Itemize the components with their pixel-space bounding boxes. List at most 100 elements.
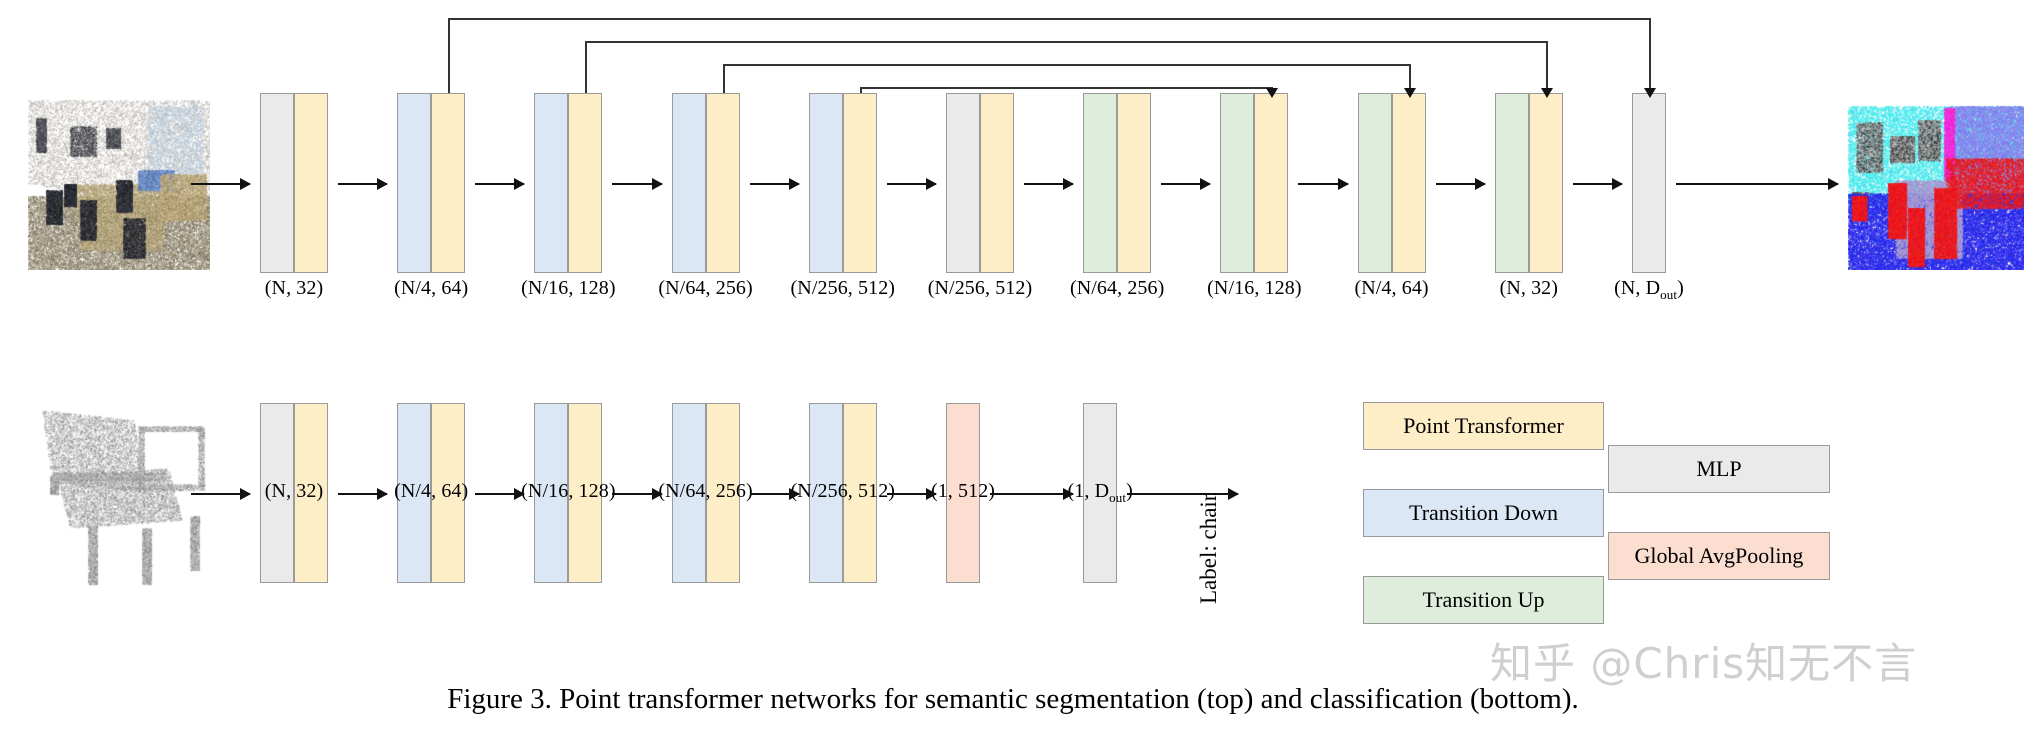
flow-arrow [612, 178, 663, 190]
stage-block [1083, 93, 1152, 273]
block-segment-pt [1528, 93, 1563, 273]
legend-label-global-avgpooling: Global AvgPooling [1634, 543, 1804, 568]
stage-block [397, 403, 466, 583]
figure-caption: Figure 3. Point transformer networks for… [447, 683, 1579, 715]
stage-dimension-label: (1, 512) [930, 480, 996, 502]
block-segment-pt [842, 93, 877, 273]
stage-dimension-label: (N/4, 64) [394, 277, 469, 299]
stage-dimension-label: (N/4, 64) [394, 480, 469, 502]
skip-connection-horizontal [585, 41, 1546, 43]
stage-block [808, 93, 877, 273]
block-segment-pt [1254, 93, 1289, 273]
skip-connection-horizontal [722, 64, 1409, 66]
point-cloud-room-segmented [1848, 88, 2024, 270]
block-segment-td [808, 93, 843, 273]
stage-block [260, 403, 328, 583]
block-segment-pt [705, 403, 740, 583]
stage-dimension-label: (N/16, 128) [521, 277, 616, 299]
stage-dimension-label: (N, 32) [264, 480, 324, 502]
flow-arrow [990, 488, 1075, 500]
flow-arrow [1298, 178, 1349, 190]
stage-block [671, 93, 740, 273]
flow-arrow-output [1127, 488, 1239, 500]
flow-arrow [475, 488, 526, 500]
stage-dimension-label: (N, 32) [1499, 277, 1559, 299]
stage-dimension-label: (N/4, 64) [1354, 277, 1429, 299]
stage-dimension-label: (N/256, 512) [927, 277, 1033, 299]
stage-block [534, 93, 603, 273]
flow-arrow [338, 488, 389, 500]
block-segment-td [397, 403, 432, 583]
block-segment-pt [980, 93, 1014, 273]
legend-transition-up: Transition Up [1363, 576, 1604, 624]
watermark: 知乎 @Chris知无不言 [1490, 639, 1918, 688]
block-segment-pt [568, 93, 603, 273]
stage-block [1632, 93, 1666, 273]
skip-connection-horizontal [859, 87, 1272, 89]
block-segment-tu [1494, 93, 1529, 273]
block-segment-td [808, 403, 843, 583]
block-segment-td [534, 93, 569, 273]
block-segment-td [671, 93, 706, 273]
classification-output-label: Label: chair [1196, 493, 1221, 604]
stage-block [1220, 93, 1289, 273]
skip-connection-target-arrow [1540, 41, 1553, 98]
skip-connection-source-stem [859, 87, 862, 93]
stage-block [534, 403, 603, 583]
block-segment-pt [705, 93, 740, 273]
block-segment-gap [946, 403, 980, 583]
block-segment-pt [431, 403, 466, 583]
block-segment-pt [1391, 93, 1426, 273]
skip-connection-source-stem [722, 64, 725, 93]
legend-label-transition-down: Transition Down [1409, 500, 1558, 525]
block-segment-td [671, 403, 706, 583]
flow-arrow [886, 488, 938, 500]
flow-arrow [1024, 178, 1075, 190]
flow-arrow [749, 488, 800, 500]
stage-dimension-label: (1, Dout) [1067, 480, 1133, 505]
flow-arrow [886, 178, 938, 190]
legend-label-transition-up: Transition Up [1422, 587, 1545, 612]
stage-dimension-label: (N/64, 256) [658, 277, 753, 299]
stage-dimension-label: (N, 32) [264, 277, 324, 299]
stage-block [808, 403, 877, 583]
flow-arrow [338, 178, 389, 190]
stage-dimension-label: (N/64, 256) [1069, 277, 1165, 299]
block-segment-tu [1220, 93, 1255, 273]
flow-arrow [191, 178, 251, 190]
skip-connection-target-arrow [1403, 64, 1416, 98]
skip-connection-source-stem [585, 41, 588, 93]
block-segment-td [397, 93, 432, 273]
stage-block [1357, 93, 1426, 273]
block-segment-td [534, 403, 569, 583]
skip-connection-source-stem [448, 18, 451, 93]
legend-label-point-transformer: Point Transformer [1403, 413, 1564, 438]
stage-block [671, 403, 740, 583]
stage-dimension-label: (N/256, 512) [790, 277, 896, 299]
block-segment-mlp [1083, 403, 1118, 583]
flow-arrow [1435, 178, 1486, 190]
block-segment-pt [842, 403, 877, 583]
stage-block [1083, 403, 1118, 583]
block-segment-pt [1117, 93, 1152, 273]
block-segment-mlp [1632, 93, 1666, 273]
stage-dimension-label: (N/64, 256) [658, 480, 753, 502]
stage-block [946, 403, 980, 583]
legend-global-avgpooling: Global AvgPooling [1608, 532, 1830, 580]
flow-arrow [612, 488, 663, 500]
stage-block [1494, 93, 1563, 273]
legend-label-mlp: MLP [1696, 456, 1742, 481]
stage-dimension-label: (N/16, 128) [1207, 277, 1302, 299]
point-cloud-chair-input [30, 398, 216, 588]
stage-block [397, 93, 466, 273]
stage-block [260, 93, 328, 273]
point-cloud-room-input [28, 88, 210, 270]
block-segment-pt [294, 93, 328, 273]
flow-arrow [1572, 178, 1624, 190]
skip-connection-target-arrow [1266, 87, 1279, 98]
legend-transition-down: Transition Down [1363, 489, 1604, 537]
block-segment-pt [294, 403, 328, 583]
block-segment-tu [1357, 93, 1392, 273]
block-segment-pt [568, 403, 603, 583]
